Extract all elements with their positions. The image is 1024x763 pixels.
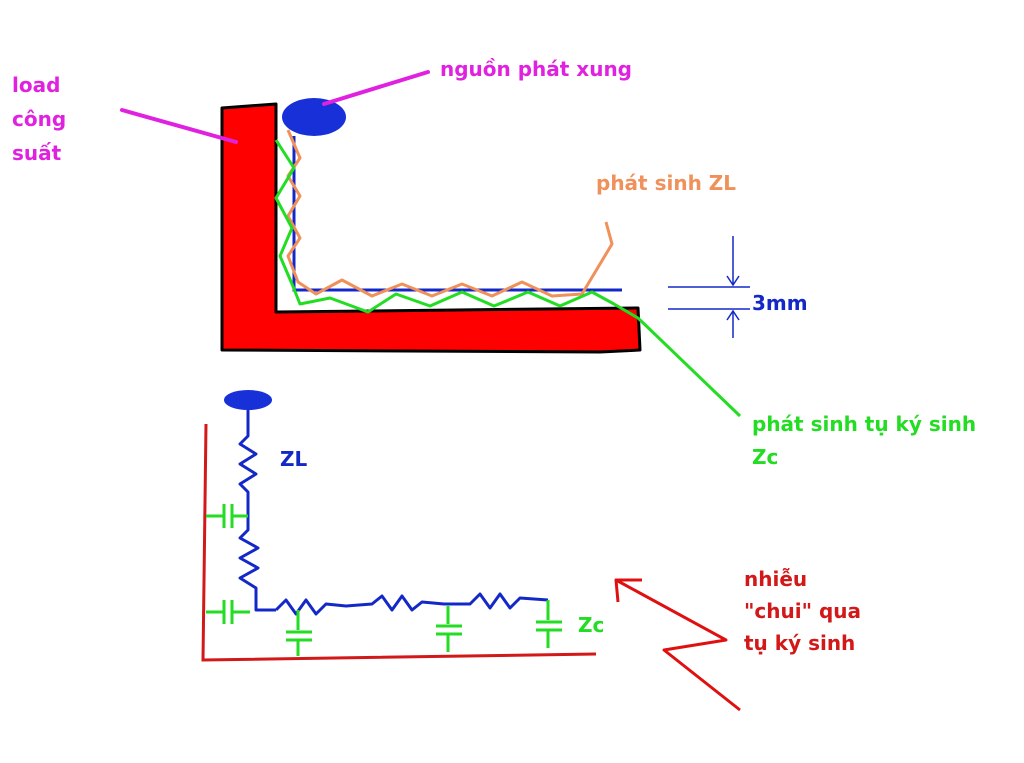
parasitic-zc-zigzag bbox=[274, 139, 742, 418]
pulse-source-label: nguồn phát xung bbox=[440, 57, 632, 81]
zc-generated-label-line1: phát sinh tụ ký sinh bbox=[752, 412, 976, 436]
schematic-inductor-vertical-1 bbox=[238, 410, 258, 516]
pulse-source-blob bbox=[282, 98, 346, 136]
noise-label-line3: tụ ký sinh bbox=[744, 631, 855, 655]
noise-label-line2: "chui" qua bbox=[744, 599, 861, 623]
noise-label-line1: nhiễu bbox=[744, 567, 807, 591]
load-label-line2: công bbox=[12, 107, 66, 131]
noise-arrow-head bbox=[614, 578, 642, 603]
load-label-line3: suất bbox=[12, 141, 62, 165]
zc-generated-label-line2: Zc bbox=[752, 445, 778, 469]
load-pointer-line bbox=[120, 108, 238, 144]
schematic-ground-frame bbox=[201, 423, 597, 662]
pulse-source-pointer-line bbox=[322, 70, 430, 106]
gap-dimension-marker bbox=[668, 236, 750, 338]
parasitic-capacitor-3 bbox=[286, 610, 312, 656]
power-load-l-bracket bbox=[220, 102, 642, 354]
zl-generated-label: phát sinh ZL bbox=[596, 171, 736, 195]
parasitic-capacitor-2 bbox=[206, 600, 250, 624]
schematic-zc-label: Zc bbox=[578, 613, 604, 637]
parasitic-capacitor-1 bbox=[206, 504, 248, 528]
parasitic-capacitor-5 bbox=[536, 600, 562, 648]
gap-label: 3mm bbox=[752, 291, 808, 315]
schematic-zl-label: ZL bbox=[280, 447, 308, 471]
load-label-line1: load bbox=[12, 73, 60, 97]
schematic-inductor-horizontal bbox=[274, 592, 549, 616]
parasitic-capacitor-4 bbox=[436, 606, 462, 652]
inductance-zl-zigzag bbox=[286, 129, 614, 298]
schematic-source-blob bbox=[224, 390, 272, 410]
schematic-inductor-vertical-2 bbox=[238, 516, 276, 612]
noise-lightning-arrow bbox=[615, 578, 741, 712]
conductor-trace bbox=[292, 136, 622, 292]
